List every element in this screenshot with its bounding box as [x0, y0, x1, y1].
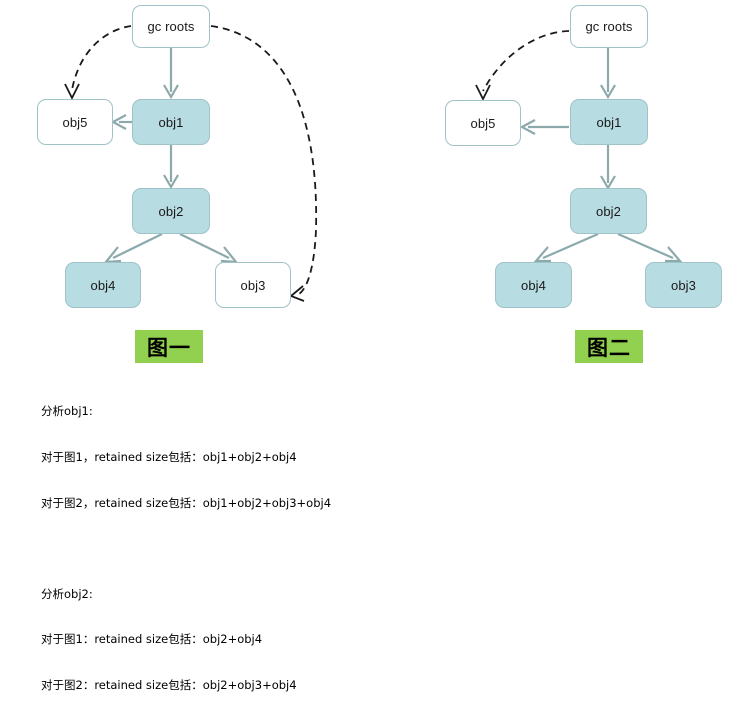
node-obj1-fig1[interactable]: obj1: [132, 99, 210, 145]
node-label: obj2: [158, 203, 184, 219]
caption-figure-one: 图一: [135, 330, 203, 363]
caption-label: 图二: [587, 334, 631, 360]
diagram-canvas: gc roots obj5 obj1 obj2 obj4 obj3 图一 gc …: [37, 5, 722, 692]
node-obj3-fig1[interactable]: obj3: [215, 262, 291, 308]
notes-obj2-line-1: 对于图1：retained size包括：obj2+obj4: [41, 632, 263, 647]
node-obj5-fig2[interactable]: obj5: [445, 100, 521, 146]
notes-spacer: [41, 541, 331, 556]
edge-obj1-to-obj5-fig2: [519, 119, 569, 135]
node-label: obj2: [596, 203, 621, 219]
node-label: gc roots: [147, 19, 195, 34]
node-label: obj3: [240, 277, 266, 293]
caption-label: 图一: [147, 334, 191, 360]
edge-gcroots-to-obj1-fig2: [600, 48, 616, 100]
node-label: obj5: [62, 114, 88, 130]
node-obj3-fig2[interactable]: obj3: [645, 262, 722, 308]
edge-gcroots-to-obj3-dashed-fig1: [210, 25, 318, 302]
node-obj2-fig2[interactable]: obj2: [570, 188, 647, 234]
edge-gcroots-to-obj5-dashed-fig1: [64, 25, 132, 101]
node-obj2-fig1[interactable]: obj2: [132, 188, 210, 234]
edge-gcroots-to-obj5-dashed-fig2: [475, 30, 570, 102]
node-label: obj5: [470, 115, 496, 131]
notes-obj1-line-2: 对于图2，retained size包括：obj1+obj2+obj3+obj4: [41, 495, 332, 510]
edge-obj2-to-obj4-fig1: [103, 233, 163, 264]
edge-obj1-to-obj2-fig2: [600, 145, 616, 191]
notes-obj1-heading: 分析obj1:: [41, 404, 93, 419]
node-gc-roots-fig2[interactable]: gc roots: [570, 5, 648, 48]
node-label: obj1: [158, 114, 184, 130]
node-label: obj3: [671, 277, 696, 293]
node-label: obj4: [90, 277, 116, 293]
node-label: obj4: [521, 277, 546, 293]
notes-obj1-line-1: 对于图1，retained size包括：obj1+obj2+obj4: [41, 450, 297, 465]
node-label: gc roots: [585, 19, 633, 34]
edge-obj1-to-obj5-fig1: [110, 114, 132, 130]
edge-obj2-to-obj3-fig2: [617, 232, 683, 263]
edge-gcroots-to-obj1-fig1: [163, 48, 179, 100]
node-obj5-fig1[interactable]: obj5: [37, 99, 113, 145]
node-gc-roots-fig1[interactable]: gc roots: [132, 5, 210, 48]
edge-obj2-to-obj3-fig1: [179, 233, 239, 264]
analysis-notes: 分析obj1: 对于图1，retained size包括：obj1+obj2+o…: [41, 374, 331, 723]
notes-obj2-heading: 分析obj2:: [41, 586, 93, 601]
notes-obj2-line-2: 对于图2：retained size包括：obj2+obj3+obj4: [41, 677, 297, 692]
edge-obj2-to-obj4-fig2: [533, 232, 599, 263]
edge-obj1-to-obj2-fig1: [163, 145, 179, 190]
node-obj4-fig2[interactable]: obj4: [495, 262, 572, 308]
node-obj1-fig2[interactable]: obj1: [570, 99, 648, 145]
node-label: obj1: [596, 114, 622, 130]
node-obj4-fig1[interactable]: obj4: [65, 262, 141, 308]
caption-figure-two: 图二: [575, 330, 643, 363]
